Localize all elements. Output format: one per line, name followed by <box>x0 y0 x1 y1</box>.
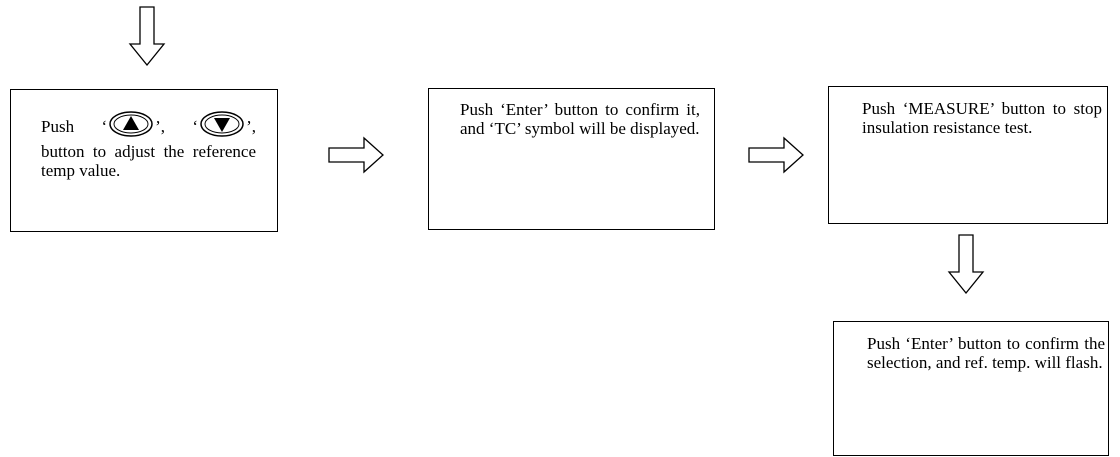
up-triangle-button-icon <box>108 110 154 142</box>
down-arrow-right <box>947 234 985 294</box>
quote-separator: ’, ‘ <box>155 117 199 136</box>
step-text-confirm-selection: Push ‘Enter’ button to confirm the selec… <box>867 334 1105 372</box>
step-box-confirm-tc <box>428 88 715 230</box>
down-triangle-button-icon <box>199 110 245 142</box>
step-text-measure-stop: Push ‘MEASURE’ button to stop insulation… <box>862 99 1102 137</box>
open-quote: ‘ <box>101 117 108 136</box>
close-quote: ’, <box>246 117 256 136</box>
adjust-rest-text: button to adjust the reference temp valu… <box>41 142 256 180</box>
step-box-confirm-selection <box>833 321 1109 456</box>
right-arrow-2 <box>748 136 804 174</box>
step-text-adjust-temp: Push ‘ ’, ‘ ’, button to adjust the refe… <box>41 110 256 180</box>
step-box-measure-stop <box>828 86 1108 224</box>
right-arrow-1 <box>328 136 384 174</box>
down-arrow-top <box>128 6 166 66</box>
push-word: Push <box>41 117 75 136</box>
step-box-adjust-temp <box>10 89 278 232</box>
step-text-confirm-tc: Push ‘Enter’ button to confirm it, and ‘… <box>460 100 700 138</box>
